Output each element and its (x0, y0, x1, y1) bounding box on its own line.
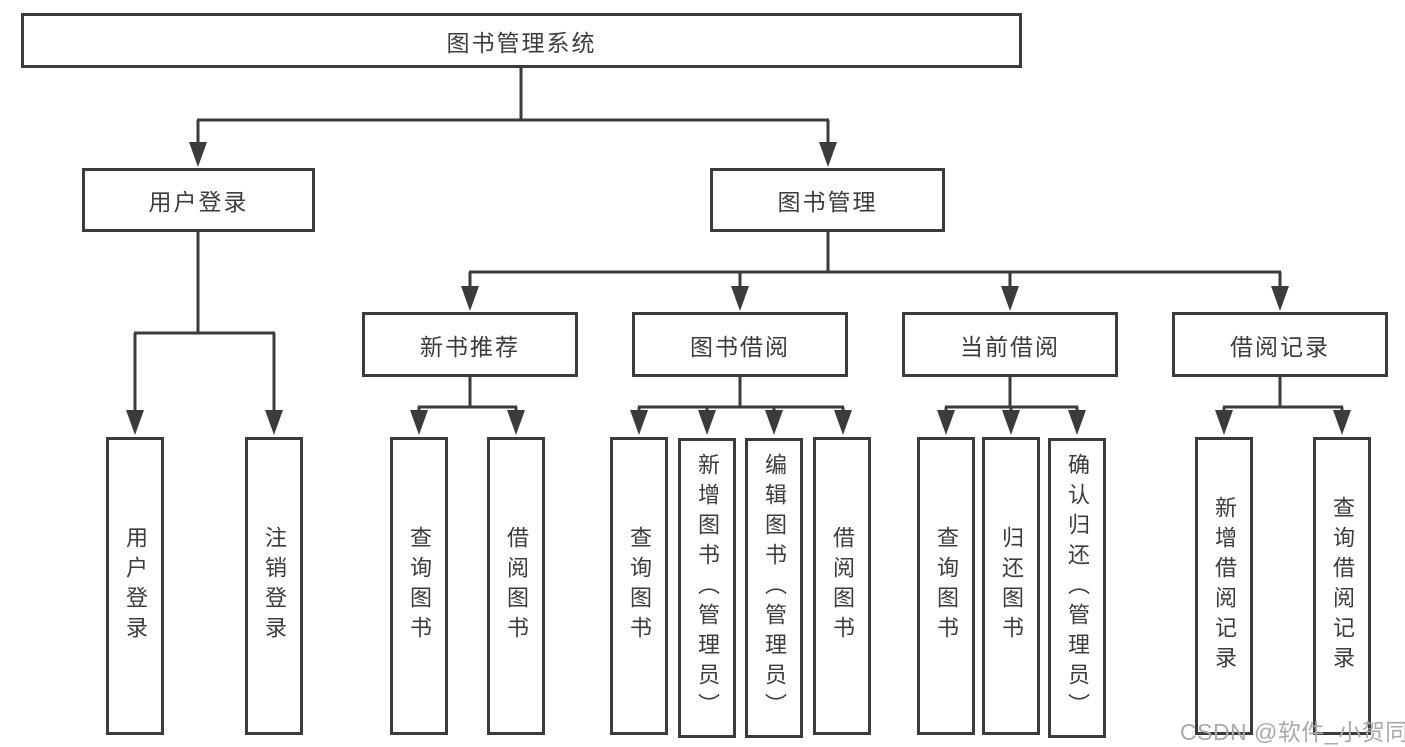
node-book-borrow: 图书借阅 (632, 312, 848, 377)
node-book-management: 图书管理 (710, 168, 945, 232)
leaf-logout: 注销登录 (245, 437, 303, 735)
leaf-confirm-return-admin: 确认归还（管理员） (1048, 438, 1106, 738)
node-library-system: 图书管理系统 (21, 13, 1022, 68)
leaf-query-borrow-record: 查询借阅记录 (1313, 437, 1371, 735)
leaf-borrow-book-recommend: 借阅图书 (487, 437, 545, 735)
node-new-book-recommend: 新书推荐 (362, 312, 578, 377)
node-borrow-records: 借阅记录 (1172, 312, 1388, 377)
arrowhead-icons (126, 142, 1351, 435)
leaf-query-book-borrow: 查询图书 (610, 437, 668, 735)
leaf-add-borrow-record: 新增借阅记录 (1195, 437, 1253, 735)
leaf-add-book-admin: 新增图书（管理员） (678, 438, 736, 738)
node-current-borrow: 当前借阅 (902, 312, 1118, 377)
leaf-return-book: 归还图书 (982, 437, 1040, 735)
leaf-borrow-book: 借阅图书 (813, 437, 871, 735)
watermark: CSDN @软件_小贺同学 (1180, 719, 1405, 745)
node-user-login: 用户登录 (82, 168, 315, 232)
leaf-edit-book-admin: 编辑图书（管理员） (745, 438, 803, 738)
leaf-query-book-recommend: 查询图书 (390, 437, 448, 735)
leaf-user-login: 用户登录 (106, 437, 164, 735)
leaf-query-book-current: 查询图书 (917, 437, 975, 735)
